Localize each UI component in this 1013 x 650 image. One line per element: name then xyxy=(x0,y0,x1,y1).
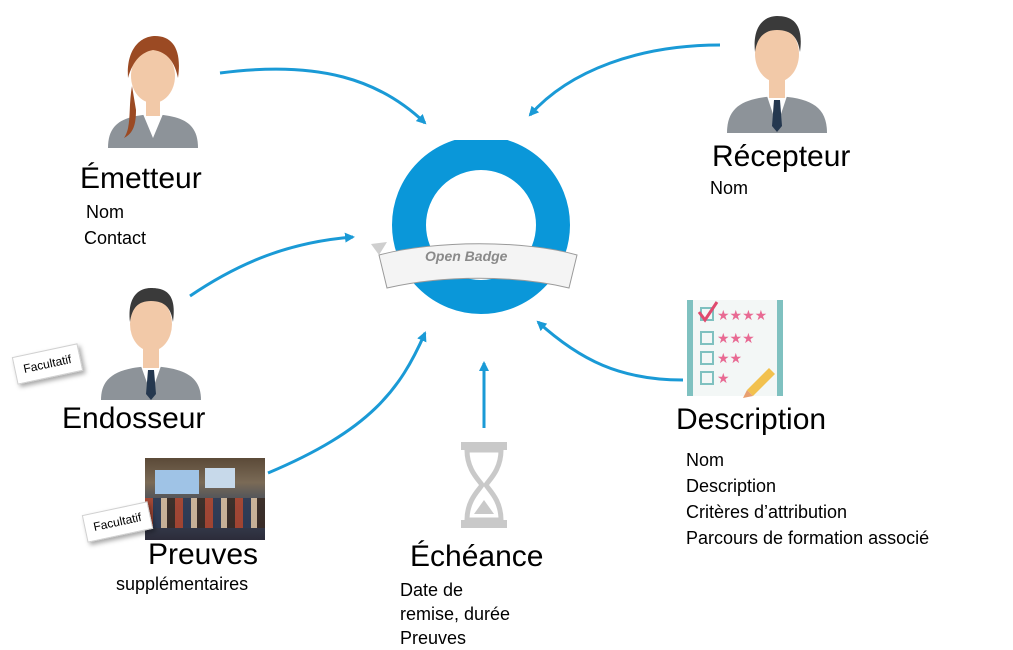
man-avatar-icon xyxy=(727,16,827,133)
classroom-photo-icon xyxy=(145,458,265,540)
arrow-emetteur xyxy=(219,67,427,125)
echeance-title: Échéance xyxy=(410,540,544,573)
description-title: Description xyxy=(676,403,827,436)
woman-avatar-icon xyxy=(108,36,198,148)
man-avatar-icon xyxy=(101,288,201,400)
preuves-subtitle: supplémentaires xyxy=(116,574,249,594)
arrow-recepteur xyxy=(528,43,721,117)
description-field-description: Description xyxy=(686,476,777,496)
arrow-preuves xyxy=(267,331,427,475)
preuves-title: Preuves xyxy=(148,538,259,571)
endosseur-title: Endosseur xyxy=(62,402,206,435)
emetteur-field-name: Nom xyxy=(86,202,125,222)
echeance-field-preuves: Preuves xyxy=(400,628,467,648)
description-field-criteres: Critères d’attribution xyxy=(686,502,848,522)
svg-text:★★★★: ★★★★ xyxy=(717,308,767,324)
recepteur-title: Récepteur xyxy=(712,140,851,173)
hourglass-icon xyxy=(461,442,507,528)
arrow-endosseur xyxy=(189,232,355,298)
svg-text:★★: ★★ xyxy=(717,351,742,367)
description-field-name: Nom xyxy=(686,450,725,470)
echeance-field-date: Date de xyxy=(400,580,464,600)
arrow-description xyxy=(536,320,684,382)
svg-text:★★★: ★★★ xyxy=(717,331,755,347)
description-field-parcours: Parcours de formation associé xyxy=(686,528,930,548)
checklist-icon: ★★★★ ★★★ ★★ ★ xyxy=(687,300,783,398)
svg-text:★: ★ xyxy=(717,371,730,387)
emetteur-field-contact: Contact xyxy=(84,228,147,248)
open-badge-icon xyxy=(371,140,578,314)
emetteur-title: Émetteur xyxy=(80,162,202,195)
echeance-field-remise: remise, durée xyxy=(400,604,511,624)
open-badge-label: Open Badge xyxy=(425,248,508,264)
recepteur-field-name: Nom xyxy=(710,178,749,198)
